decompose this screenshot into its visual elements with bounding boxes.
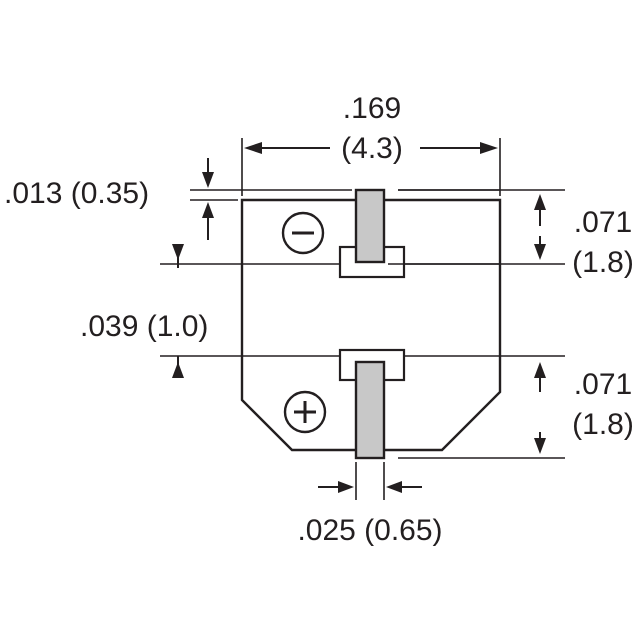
gap-dimension: .039 (1.0) [80,244,500,378]
lead-thickness-label: .013 (0.35) [4,177,149,210]
gap-label: .039 (1.0) [80,310,208,343]
lead-width-dimension: .025 (0.65) [297,462,443,547]
component-body [240,198,502,452]
bottom-lead [354,360,386,460]
minus-icon [281,211,325,255]
width-mm-label: (4.3) [341,132,403,165]
top-lead [354,188,386,264]
bottom-pad-mm-label: (1.8) [572,408,634,441]
lead-thickness-dimension: .013 (0.35) [4,158,500,240]
plus-icon [283,390,327,434]
lead-width-label: .025 (0.65) [297,514,442,547]
bottom-pad-height-dimension: .071 (1.8) [398,355,634,459]
width-dimension: .169 (4.3) [241,92,501,196]
top-pad-height-dimension: .071 (1.8) [388,189,634,279]
width-inch-label: .169 [343,92,401,125]
top-pad-mm-label: (1.8) [572,246,634,279]
bottom-pad-inch-label: .071 [574,368,632,401]
top-pad-inch-label: .071 [574,206,632,239]
